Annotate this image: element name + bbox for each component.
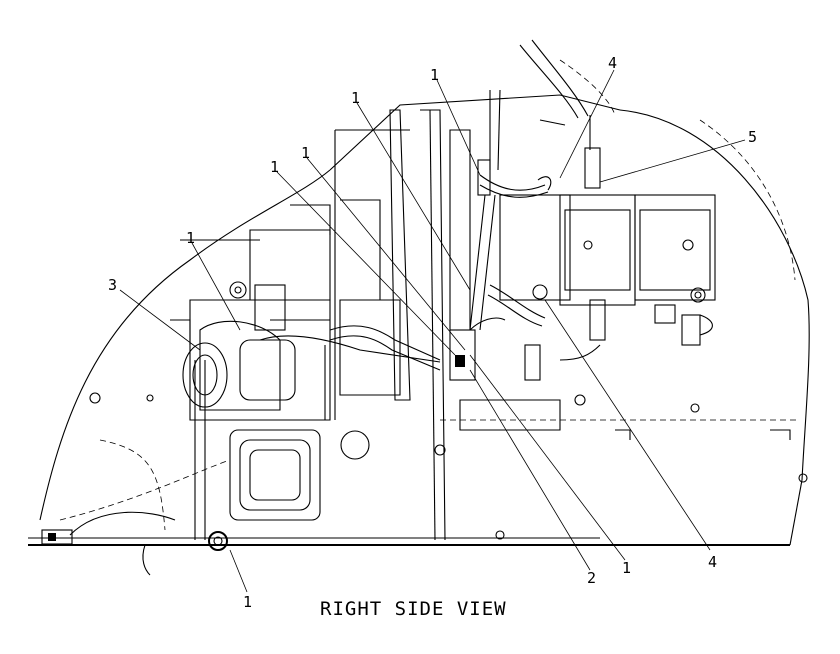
callout-1-b: 1 bbox=[301, 144, 310, 162]
callout-3: 3 bbox=[108, 276, 117, 294]
callout-1-a: 1 bbox=[351, 89, 360, 107]
firewall-center bbox=[324, 109, 561, 541]
valve-block-right bbox=[499, 115, 808, 483]
callout-1-bottom-right: 1 bbox=[622, 559, 631, 577]
view-caption: RIGHT SIDE VIEW bbox=[320, 598, 507, 620]
engine-block-left bbox=[41, 204, 331, 576]
callout-4-bottom: 4 bbox=[708, 553, 717, 571]
wiring-harness bbox=[259, 89, 566, 381]
callout-2: 2 bbox=[587, 569, 596, 587]
callout-1-bottom-left: 1 bbox=[243, 593, 252, 611]
leader-lines bbox=[119, 69, 746, 593]
callout-5: 5 bbox=[748, 128, 757, 146]
callout-1-left: 1 bbox=[186, 229, 195, 247]
machine-outline bbox=[28, 39, 810, 546]
callout-1-c: 1 bbox=[270, 158, 279, 176]
callout-4-top: 4 bbox=[608, 54, 617, 72]
callout-labels: 1 1 1 1 1 3 4 5 1 2 1 4 bbox=[108, 54, 757, 611]
callout-1-top: 1 bbox=[430, 66, 439, 84]
